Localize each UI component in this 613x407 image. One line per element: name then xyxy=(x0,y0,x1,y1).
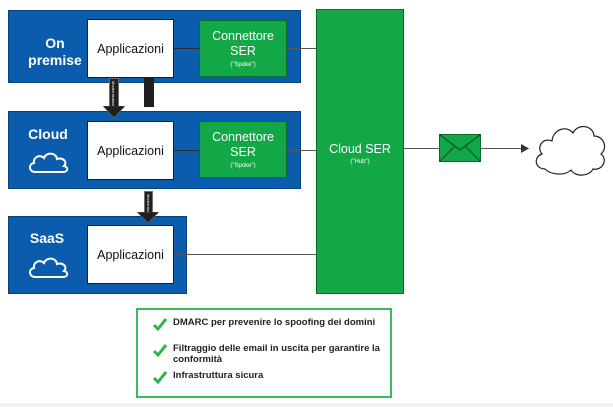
cloud-applications-label: Applicazioni xyxy=(97,143,164,158)
modernization-arrow-head-1 xyxy=(103,106,125,118)
cloud-icon xyxy=(29,257,69,278)
on-premise-ser-connector: Connettore SER ("Spoke") xyxy=(199,20,287,77)
envelope-icon xyxy=(439,134,481,162)
saas-to-hub-line xyxy=(174,254,316,255)
modernization-arrow-head-2 xyxy=(137,212,159,223)
features-box: DMARC per prevenire lo spoofing dei domi… xyxy=(136,308,392,398)
on-premise-connector-title-line2: SER xyxy=(230,44,256,58)
on-premise-dark-bar xyxy=(144,78,154,107)
on-premise-label-line2: premise xyxy=(28,52,82,68)
cloud-connector-title-line1: Connettore xyxy=(212,130,274,144)
on-premise-connector-subtitle: ("Spoke") xyxy=(230,62,256,68)
saas-applications-box: Applicazioni xyxy=(87,225,174,284)
on-premise-connector-to-hub-line xyxy=(287,48,316,49)
on-premise-apps-to-connector-line xyxy=(174,48,199,49)
on-premise-label-line1: On xyxy=(45,35,65,51)
on-premise-label: On premise xyxy=(20,35,90,69)
cloud-icon xyxy=(29,152,69,173)
cloud-ser-hub: Cloud SER ("Hub") xyxy=(316,9,404,294)
cloud-apps-to-connector-line xyxy=(174,150,199,151)
on-premise-connector-title-line1: Connettore xyxy=(212,29,274,43)
feature-item-3: Infrastruttura sicura xyxy=(152,370,393,384)
feature-text-1: DMARC per prevenire lo spoofing dei domi… xyxy=(173,317,376,328)
modernization-arrow-label-1: Modernization xyxy=(111,81,116,107)
check-icon xyxy=(152,371,168,384)
cloud-connector-subtitle: ("Spoke") xyxy=(230,163,256,169)
saas-label: SaaS xyxy=(29,230,65,246)
feature-text-2: Filtraggio delle email in uscita per gar… xyxy=(173,343,380,365)
check-icon xyxy=(152,318,168,331)
modernization-arrow-label-2: Modernization xyxy=(146,194,151,220)
arrow-head-icon xyxy=(521,144,529,153)
cloud-connector-to-hub-line xyxy=(287,150,316,151)
modernization-arrow-shaft-1: Modernization xyxy=(109,78,119,107)
check-icon xyxy=(152,344,168,357)
hub-subtitle: ("Hub") xyxy=(350,159,370,165)
cloud-connector-title: Connettore SER xyxy=(200,130,286,160)
feature-item-2: Filtraggio delle email in uscita per gar… xyxy=(152,343,393,365)
modernization-arrow-shaft-2: Modernization xyxy=(144,191,153,219)
saas-applications-label: Applicazioni xyxy=(97,247,164,262)
feature-text-3: Infrastruttura sicura xyxy=(173,370,264,381)
cloud-ser-connector: Connettore SER ("Spoke") xyxy=(199,121,287,178)
feature-item-1: DMARC per prevenire lo spoofing dei domi… xyxy=(152,317,393,331)
on-premise-applications-box: Applicazioni xyxy=(87,19,174,78)
on-premise-connector-title: Connettore SER xyxy=(200,29,286,59)
bottom-strip xyxy=(0,403,613,407)
internet-cloud-icon xyxy=(535,126,606,176)
on-premise-applications-label: Applicazioni xyxy=(97,41,164,56)
cloud-applications-box: Applicazioni xyxy=(87,121,174,180)
cloud-connector-title-line2: SER xyxy=(230,145,256,159)
hub-title: Cloud SER xyxy=(329,142,391,156)
cloud-label: Cloud xyxy=(28,126,68,142)
